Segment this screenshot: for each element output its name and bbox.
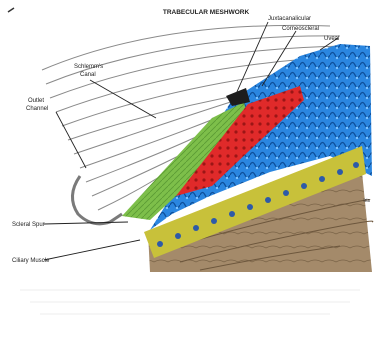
label-scleral-spur: Scleral Spur <box>12 222 45 228</box>
label-side-mark: Iris <box>363 198 370 204</box>
label-outlet-channel-line2: Channel <box>26 106 48 112</box>
label-corneoscleral: Corneoscleral <box>282 26 319 32</box>
label-schlemms-canal-line1: Schlemm's <box>74 64 103 70</box>
label-ciliary-muscle: Ciliary Muscle <box>12 258 50 264</box>
label-schlemms-canal-line2: Canal <box>80 72 96 78</box>
label-outlet-channel-line1: Outlet <box>28 98 44 104</box>
label-juxtacanalicular: Juxtacanalicular <box>268 16 311 22</box>
diagram-title: TRABECULAR MESHWORK <box>163 9 250 16</box>
label-uveal: Uveal <box>324 36 339 42</box>
reflection-fade <box>0 272 382 344</box>
